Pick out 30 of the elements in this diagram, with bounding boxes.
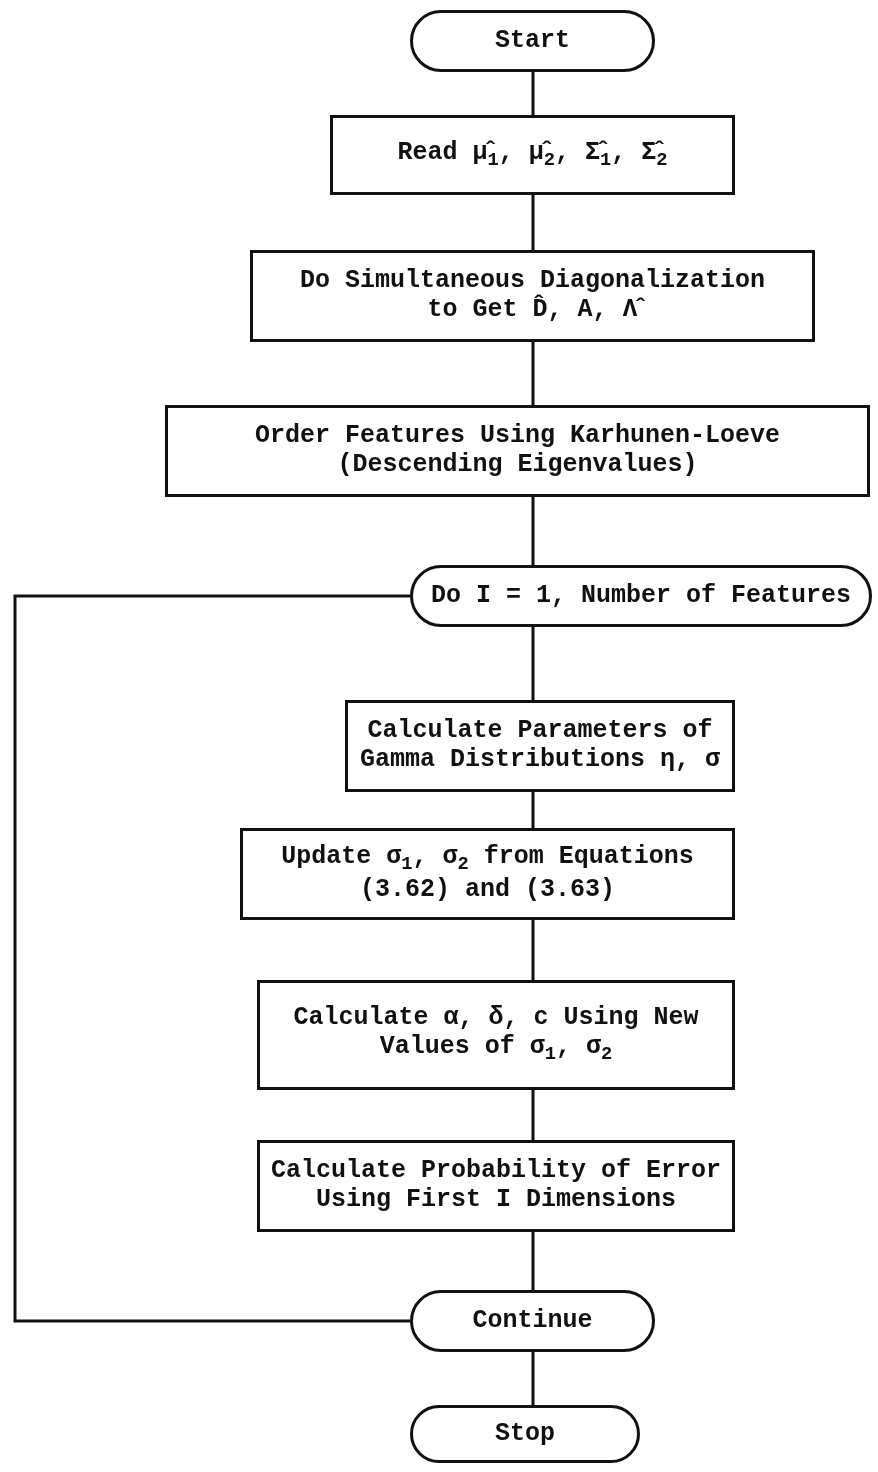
process-box — [330, 115, 735, 195]
process-box — [240, 828, 735, 920]
connector-line — [531, 1352, 535, 1405]
terminal-box — [410, 1405, 640, 1463]
box-text: Start — [495, 26, 570, 56]
box-text: Stop — [495, 1419, 555, 1449]
box-text: Do Simultaneous Diagonalization to Get D̂, A, Λ̂ — [298, 267, 767, 325]
connector-line — [13, 594, 410, 1323]
process-box — [250, 250, 815, 342]
connector-line — [531, 792, 535, 828]
connector-line — [531, 920, 535, 980]
connector-line — [531, 497, 535, 565]
box-text: Update σ$_{1}$, σ$_{2}$ from Equations (3.62) and (3.63) — [280, 843, 695, 905]
connector-line — [531, 195, 535, 250]
connector-line — [531, 342, 535, 405]
process-box — [257, 1140, 735, 1232]
box-text: Calculate Probability of Error Using First I Dimensions — [270, 1157, 722, 1215]
box-text: Continue — [472, 1306, 593, 1336]
connector-line — [531, 627, 535, 700]
box-text: Order Features Using Karhunen-Loeve (Descending Eigenvalues) — [253, 422, 782, 480]
connector-line — [531, 1090, 535, 1140]
connector-line — [531, 1232, 535, 1290]
connector-line — [531, 72, 535, 115]
box-text: Calculate α, δ, c Using New Values of σ$_{1}$, σ$_{2}$ — [292, 1004, 700, 1066]
box-text: Read μ̂$_{1}$, μ̂$_{2}$, Σ̂$_{1}$, Σ̂$_{2}$ — [397, 138, 668, 172]
process-box — [345, 700, 735, 792]
process-box — [165, 405, 870, 497]
box-text: Do I = 1, Number of Features — [430, 581, 852, 611]
process-box — [257, 980, 735, 1090]
box-text: Calculate Parameters of Gamma Distributions η, σ — [358, 717, 722, 775]
